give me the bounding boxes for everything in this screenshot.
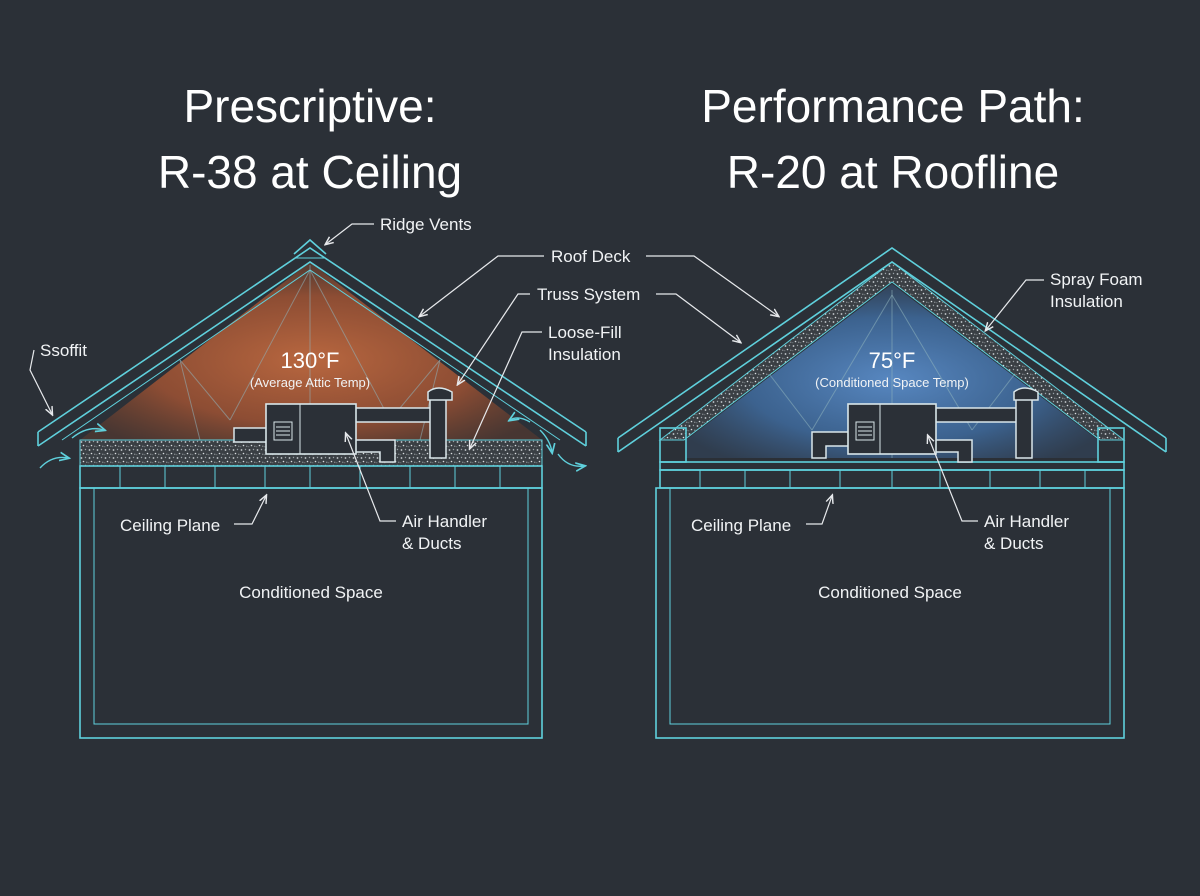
soffit-label: Ssoffit — [40, 341, 87, 360]
ridge-vents-label: Ridge Vents — [380, 215, 472, 234]
right-roof-deck — [617, 247, 1167, 439]
left-conditioned-space-label: Conditioned Space — [239, 583, 383, 602]
right-air-handler-ducts — [811, 387, 1039, 463]
right-air-handler-grille — [855, 421, 875, 441]
right-title-line1: Performance Path: — [701, 80, 1085, 132]
right-ceiling-plane-label: Ceiling Plane — [691, 516, 791, 535]
left-house: 130°F (Average Attic Temp) — [37, 238, 587, 739]
left-roof-deck — [37, 247, 587, 433]
left-ceiling-plane-label: Ceiling Plane — [120, 516, 220, 535]
truss-system-label: Truss System — [537, 285, 640, 304]
right-house: 75°F (Conditioned Space Temp) — [617, 247, 1167, 739]
left-air-handler-ducts — [233, 387, 453, 463]
right-ceiling-joists — [699, 470, 1086, 488]
left-title-line2: R-38 at Ceiling — [158, 146, 462, 198]
spray-foam-label-line1: Spray Foam — [1050, 270, 1143, 289]
right-attic-temp-caption: (Conditioned Space Temp) — [815, 375, 969, 390]
left-title-line1: Prescriptive: — [183, 80, 436, 132]
right-title-line2: R-20 at Roofline — [727, 146, 1059, 198]
left-ridge-vent — [293, 238, 327, 255]
right-attic-temp: 75°F — [869, 348, 916, 373]
right-air-handler-label-line1: Air Handler — [984, 512, 1069, 531]
right-conditioned-space-label: Conditioned Space — [818, 583, 962, 602]
left-attic-temp-caption: (Average Attic Temp) — [250, 375, 370, 390]
left-hot-attic — [80, 262, 542, 440]
left-air-handler-label-line1: Air Handler — [402, 512, 487, 531]
callouts: Ridge Vents Roof Deck Truss System Ssoff… — [29, 215, 1143, 602]
spray-foam-label-line2: Insulation — [1050, 292, 1123, 311]
loose-fill-label-line1: Loose-Fill — [548, 323, 622, 342]
roof-deck-label: Roof Deck — [551, 247, 631, 266]
right-air-handler-label-line2: & Ducts — [984, 534, 1044, 553]
loose-fill-label-line2: Insulation — [548, 345, 621, 364]
left-air-handler-label-line2: & Ducts — [402, 534, 462, 553]
left-air-handler-grille — [273, 421, 293, 441]
left-attic-temp: 130°F — [281, 348, 340, 373]
left-ceiling-joists — [119, 466, 501, 488]
left-truss-system — [179, 265, 441, 441]
